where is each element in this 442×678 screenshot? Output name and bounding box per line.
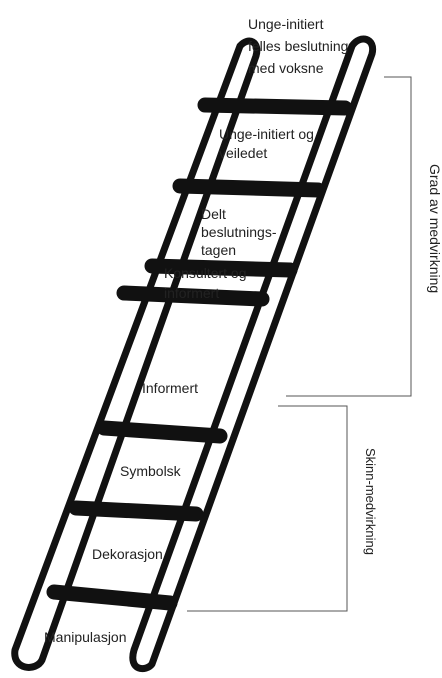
rung-label-unge-initiert-veiledet: Unge-initiert og veiledet (219, 126, 314, 161)
group-label-grad-av-medvirkning: Grad av medvirkning (427, 164, 442, 294)
ladder-rung-6 (68, 500, 204, 522)
rung-label-konsultert-informert: Konsultert og informert (164, 265, 247, 301)
ladder-rung-1 (197, 97, 353, 116)
ladder-right-rail (129, 35, 377, 673)
rung-label-unge-initiert-felles: Unge-initiert felles beslutning med voks… (248, 16, 349, 76)
rung-label-informert: Informert (142, 380, 199, 396)
rung-label-symbolsk: Symbolsk (120, 463, 181, 479)
ladder-rung-2 (172, 178, 326, 198)
ladder-left-rail (11, 37, 261, 671)
rung-label-manipulasjon: Manipulasjon (44, 629, 127, 645)
rung-label-delt-beslutningstagen: Delt beslutnings-tagen (201, 206, 277, 258)
ladder-rung-4 (116, 285, 270, 307)
bracket-lower (187, 405, 348, 612)
bracket-upper (286, 76, 412, 397)
ladder-rung-7 (46, 584, 178, 611)
group-label-skinn-medvirkning: Skinn-medvirkning (363, 448, 378, 555)
ladder-rung-3 (144, 258, 298, 278)
ladder-rung-5 (96, 420, 228, 444)
rung-label-dekorasjon: Dekorasjon (92, 546, 163, 562)
